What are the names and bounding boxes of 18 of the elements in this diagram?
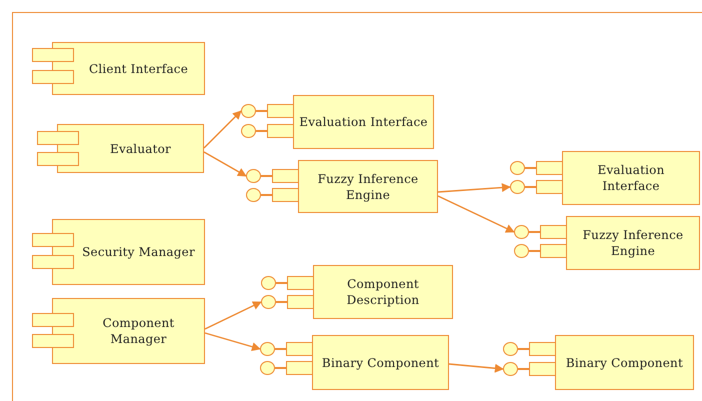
component-label: Evaluation Interface [596,162,666,194]
component-label: Evaluation Interface [299,114,428,130]
arrow [204,151,247,177]
component-label: Client Interface [88,60,188,76]
component-label: Fuzzy Inference Engine [582,227,684,259]
arrow [204,332,261,352]
component-label: Component Description [346,276,420,308]
component-label: Fuzzy Inference Engine [316,170,420,202]
arrow [438,183,511,193]
arrow [204,301,262,330]
arrow [438,195,515,233]
component-label: Component Manager [102,315,176,347]
arrow [204,110,242,148]
component-label: Evaluator [110,140,171,156]
component-label: Binary Component [322,354,440,370]
arrow [448,363,504,373]
component-label: Binary Component [566,354,683,370]
component-label: Security Manager [82,244,195,260]
